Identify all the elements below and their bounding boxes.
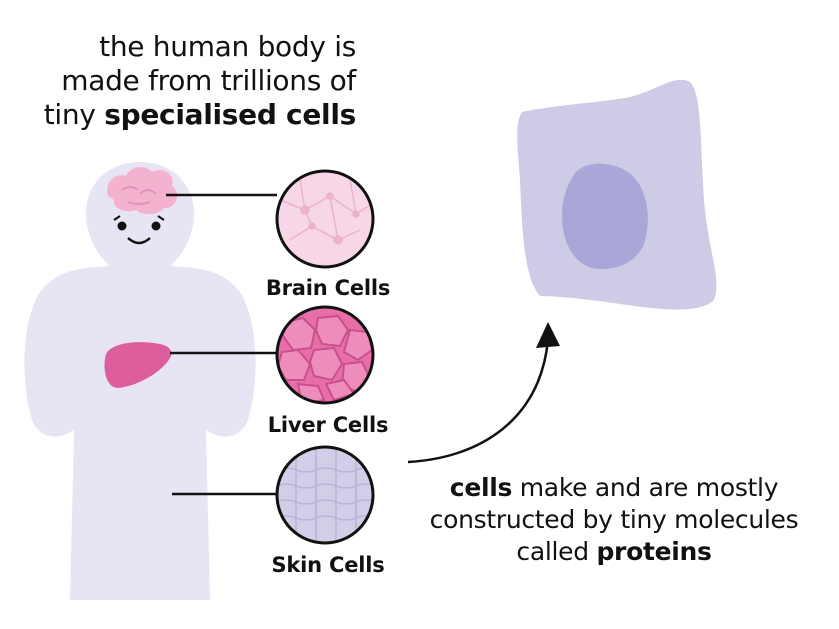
- liver-cells-circle: [275, 305, 375, 405]
- nucleus: [562, 163, 648, 269]
- skin-cells-label: Skin Cells: [271, 553, 385, 577]
- caption-text: cells make and are mostly constructed by…: [398, 472, 830, 568]
- liver-icon: [104, 342, 172, 388]
- intro-line-3: tiny specialised cells: [16, 98, 357, 132]
- skin-cells-circle: [275, 445, 375, 545]
- caption-line-3-prefix: called: [516, 537, 597, 566]
- human-figure: [24, 162, 256, 600]
- cell-illustration: [517, 79, 717, 310]
- caption-line-2: constructed by tiny molecules: [429, 505, 799, 534]
- intro-line-3-prefix: tiny: [43, 98, 105, 131]
- intro-line-2: made from trillions of: [61, 64, 356, 97]
- caption-line-3: called proteins: [398, 536, 830, 568]
- pointer-arrow: [407, 322, 560, 464]
- liver-cells-label: Liver Cells: [267, 413, 389, 437]
- brain-icon: [107, 167, 178, 215]
- caption-line-1-bold: cells: [449, 473, 513, 502]
- brain-cells-label: Brain Cells: [265, 276, 391, 300]
- caption-line-1-rest: make and are mostly: [512, 473, 779, 502]
- face: [113, 215, 165, 245]
- caption-line-1: cells make and are mostly: [398, 472, 830, 504]
- caption-line-3-bold: proteins: [596, 537, 712, 566]
- intro-line-3-bold: specialised cells: [104, 98, 356, 131]
- intro-line-1: the human body is: [99, 30, 356, 63]
- intro-text: the human body is made from trillions of…: [16, 30, 357, 132]
- brain-cells-circle: [275, 169, 375, 269]
